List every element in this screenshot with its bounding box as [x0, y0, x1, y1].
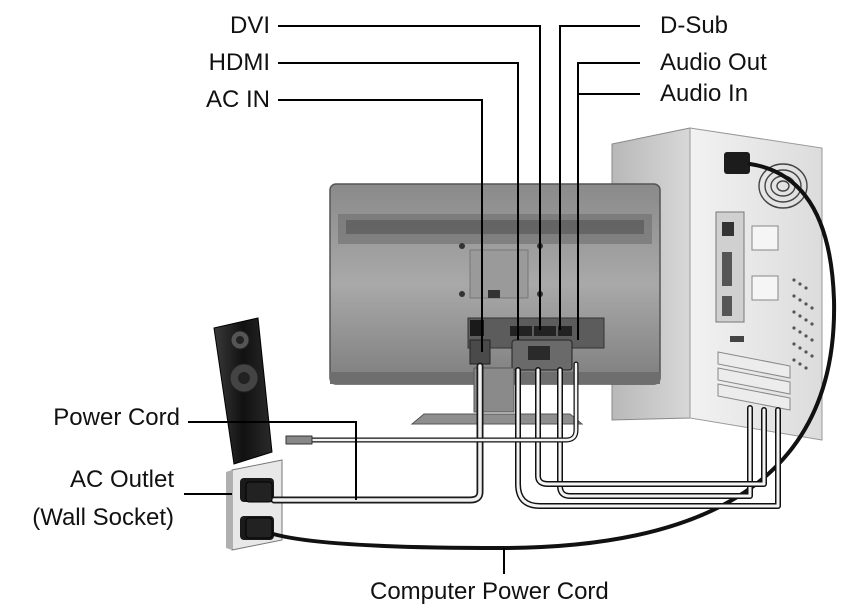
label-audio-in: Audio In [660, 80, 749, 107]
speaker [213, 317, 273, 465]
label-ac-outlet: AC Outlet [69, 466, 174, 493]
label-dvi: DVI [229, 12, 270, 39]
pc-power-socket [724, 152, 750, 174]
label-hdmi: HDMI [208, 49, 270, 76]
leader-lines [184, 25, 640, 574]
label-audio-out: Audio Out [660, 49, 767, 76]
label-computer-power-cord: Computer Power Cord [370, 578, 609, 605]
label-power-cord: Power Cord [53, 404, 180, 431]
label-wall-socket: (Wall Socket) [32, 504, 174, 531]
cables [260, 162, 837, 550]
label-ac-in: AC IN [205, 86, 270, 113]
monitor-back [329, 183, 661, 425]
label-d-sub: D-Sub [660, 12, 729, 39]
